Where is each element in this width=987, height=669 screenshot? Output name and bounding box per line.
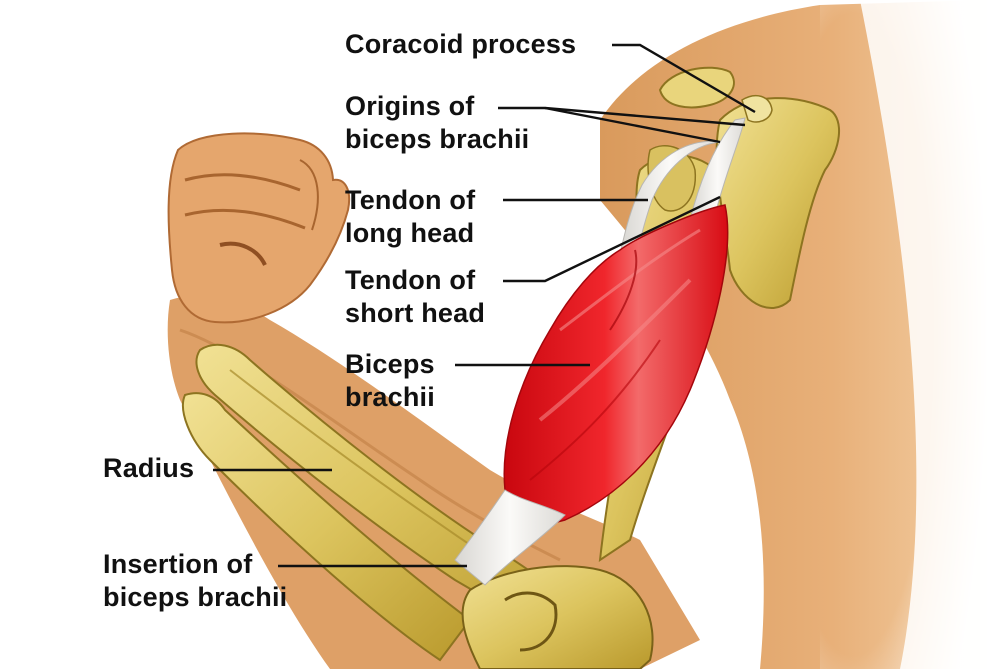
label-biceps-brachii: Biceps brachii [345,348,435,414]
label-line: biceps brachii [345,124,530,154]
label-line: Radius [103,453,195,483]
label-tendon-of-short-head: Tendon of short head [345,264,485,330]
label-line: Tendon of [345,185,476,215]
biceps-muscle [503,204,729,525]
acromion [658,66,735,109]
label-line: Tendon of [345,265,476,295]
label-line: biceps brachii [103,582,288,612]
leader-coracoid-process [612,43,756,114]
insertion-tendon [454,489,566,586]
label-line: Insertion of [103,549,253,579]
label-line: long head [345,218,475,248]
label-coracoid-process: Coracoid process [345,28,576,61]
leader-tendon-short-head [503,195,721,283]
label-line: Coracoid process [345,29,577,59]
label-origins-of-biceps-brachii: Origins of biceps brachii [345,90,529,156]
label-line: Origins of [345,91,475,121]
label-tendon-of-long-head: Tendon of long head [345,184,475,250]
ulna-bone [182,392,472,662]
label-line: brachii [345,382,435,412]
leader-origins-2 [544,106,721,144]
fist [167,132,351,324]
coracoid-process-bone [741,94,773,123]
label-insertion-of-biceps-brachii: Insertion of biceps brachii [103,548,287,614]
label-line: Biceps [345,349,435,379]
label-line: short head [345,298,486,328]
elbow-joint [461,565,654,669]
leader-lines [213,43,756,568]
label-radius: Radius [103,452,194,485]
